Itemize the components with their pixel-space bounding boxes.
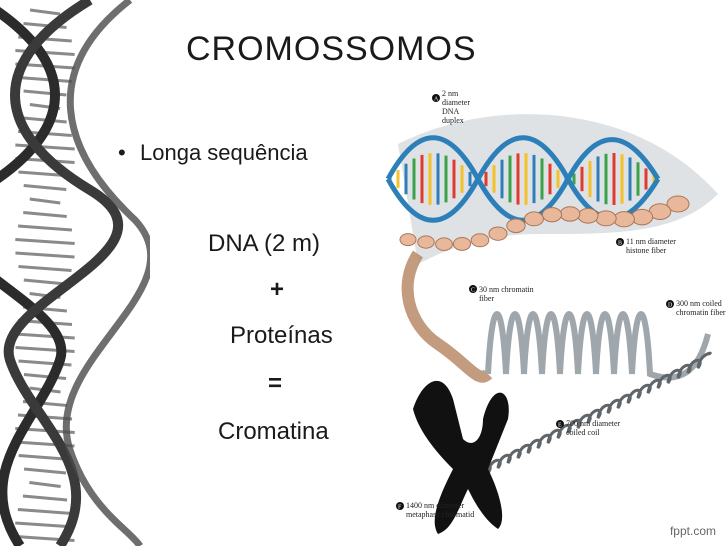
helix-rung bbox=[23, 496, 67, 500]
label-f-line1: 1400 nm diameter bbox=[406, 501, 465, 510]
label-b-letter: B bbox=[618, 241, 622, 247]
label-f: F 1400 nm diameter metaphase chromatid bbox=[396, 501, 474, 519]
histone-bead bbox=[631, 209, 652, 224]
histone-bead bbox=[542, 208, 561, 222]
histone-bead bbox=[596, 211, 616, 226]
helix-rung bbox=[15, 145, 74, 149]
label-d-line1: 300 nm coiled bbox=[676, 299, 722, 308]
helix-rung bbox=[18, 510, 72, 514]
bullet-item: •Longa sequência bbox=[118, 140, 308, 166]
histone-bead bbox=[578, 208, 598, 223]
label-a: A 2 nm diameter DNA duplex bbox=[432, 89, 470, 125]
histone-bead bbox=[418, 236, 434, 248]
histone-bead bbox=[400, 234, 416, 246]
helix-rung bbox=[24, 280, 66, 284]
helix-rung bbox=[18, 78, 71, 82]
helix-rung bbox=[30, 10, 60, 14]
label-e: E 700 nm diameter coiled coil bbox=[556, 419, 621, 437]
helix-rung bbox=[15, 334, 74, 338]
helix-rung bbox=[23, 213, 67, 217]
label-a-letter: A bbox=[434, 97, 439, 103]
formula-chromatin: Cromatina bbox=[218, 418, 329, 446]
bullet-marker: • bbox=[118, 140, 140, 166]
label-e-line2: coiled coil bbox=[566, 428, 600, 437]
histone-bead bbox=[525, 212, 544, 226]
helix-rung bbox=[24, 469, 66, 473]
label-c-line1: 30 nm chromatin bbox=[479, 285, 534, 294]
helix-rung bbox=[18, 226, 72, 230]
footer-brand: fppt.com bbox=[670, 524, 716, 538]
helix-rung bbox=[30, 199, 61, 203]
chromatin-300nm-loops bbox=[488, 314, 708, 378]
label-a-line3: DNA bbox=[442, 107, 460, 116]
label-c-line2: fiber bbox=[479, 294, 494, 303]
formula-dna: DNA (2 m) bbox=[208, 230, 320, 258]
helix-rung bbox=[18, 267, 71, 271]
label-f-line2: metaphase chromatid bbox=[406, 510, 474, 519]
chromatin-30nm-fiber bbox=[408, 254, 488, 377]
helix-rung bbox=[24, 186, 67, 190]
histone-bead bbox=[436, 238, 453, 251]
label-c: C 30 nm chromatin fiber bbox=[469, 285, 534, 303]
label-a-line2: diameter bbox=[442, 98, 470, 107]
label-e-letter: E bbox=[558, 423, 562, 429]
label-d-line2: chromatin fiber bbox=[676, 308, 726, 317]
formula-plus: + bbox=[270, 276, 284, 304]
formula-equals: = bbox=[268, 370, 282, 398]
bullet-text: Longa sequência bbox=[140, 140, 308, 165]
formula-proteins: Proteínas bbox=[230, 322, 333, 350]
histone-bead bbox=[507, 219, 525, 233]
helix-rung bbox=[15, 253, 74, 257]
label-c-letter: C bbox=[471, 288, 475, 294]
slide-title: CROMOSSOMOS bbox=[186, 30, 477, 69]
label-d: D 300 nm coiled chromatin fiber bbox=[666, 299, 726, 317]
label-b-line1: 11 nm diameter bbox=[626, 237, 676, 246]
label-b-line2: histone fiber bbox=[626, 246, 667, 255]
histone-bead bbox=[453, 238, 470, 251]
helix-rung bbox=[15, 240, 74, 244]
label-e-line1: 700 nm diameter bbox=[566, 419, 621, 428]
histone-bead bbox=[614, 212, 635, 227]
label-d-letter: D bbox=[668, 303, 673, 309]
histone-bead bbox=[489, 227, 507, 240]
label-a-line4: duplex bbox=[442, 116, 464, 125]
helix-rung bbox=[29, 483, 60, 487]
histone-bead bbox=[471, 234, 489, 247]
chromatin-figure: A 2 nm diameter DNA duplex B 11 nm diame… bbox=[378, 84, 728, 534]
dna-helix-decoration bbox=[0, 0, 150, 546]
histone-bead bbox=[560, 207, 580, 221]
label-b: B 11 nm diameter histone fiber bbox=[616, 237, 676, 255]
helix-rung bbox=[24, 375, 66, 379]
label-a-line1: 2 nm bbox=[442, 89, 459, 98]
